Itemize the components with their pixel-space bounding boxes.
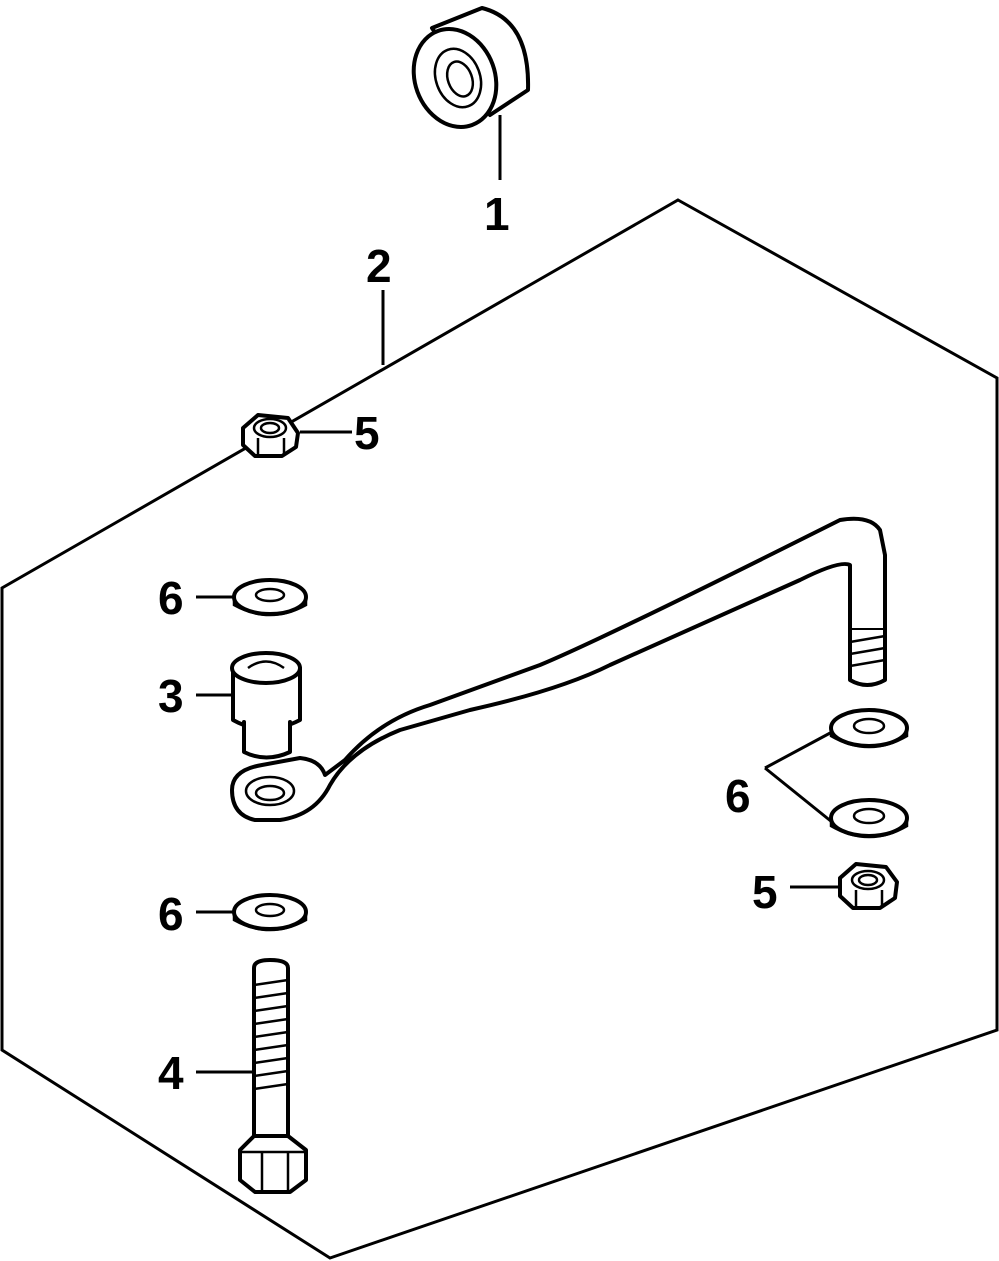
leader-line-6b-upper [764, 730, 833, 770]
washer-part-right-bottom [829, 798, 909, 839]
callout-6c: 6 [158, 888, 184, 940]
callout-2: 2 [366, 240, 392, 292]
callout-6b: 6 [725, 770, 751, 822]
kit-outline [0, 198, 999, 1260]
callout-1: 1 [484, 188, 510, 240]
leader-line-6b-lower [764, 766, 833, 824]
callout-5a: 5 [354, 407, 380, 459]
callout-3: 3 [158, 670, 184, 722]
washer-part-right-top [829, 708, 909, 749]
washer-part-lower [232, 893, 308, 932]
callout-6a: 6 [158, 572, 184, 624]
callout-4: 4 [158, 1047, 184, 1099]
washer-part-upper [232, 578, 308, 617]
bushing-part [411, 6, 531, 129]
bolt-part [238, 958, 308, 1194]
nut-part-right [838, 862, 899, 910]
spacer-part [230, 651, 302, 760]
nut-part-top [241, 413, 300, 458]
steering-link-rod [230, 516, 887, 822]
callout-5b: 5 [752, 866, 778, 918]
